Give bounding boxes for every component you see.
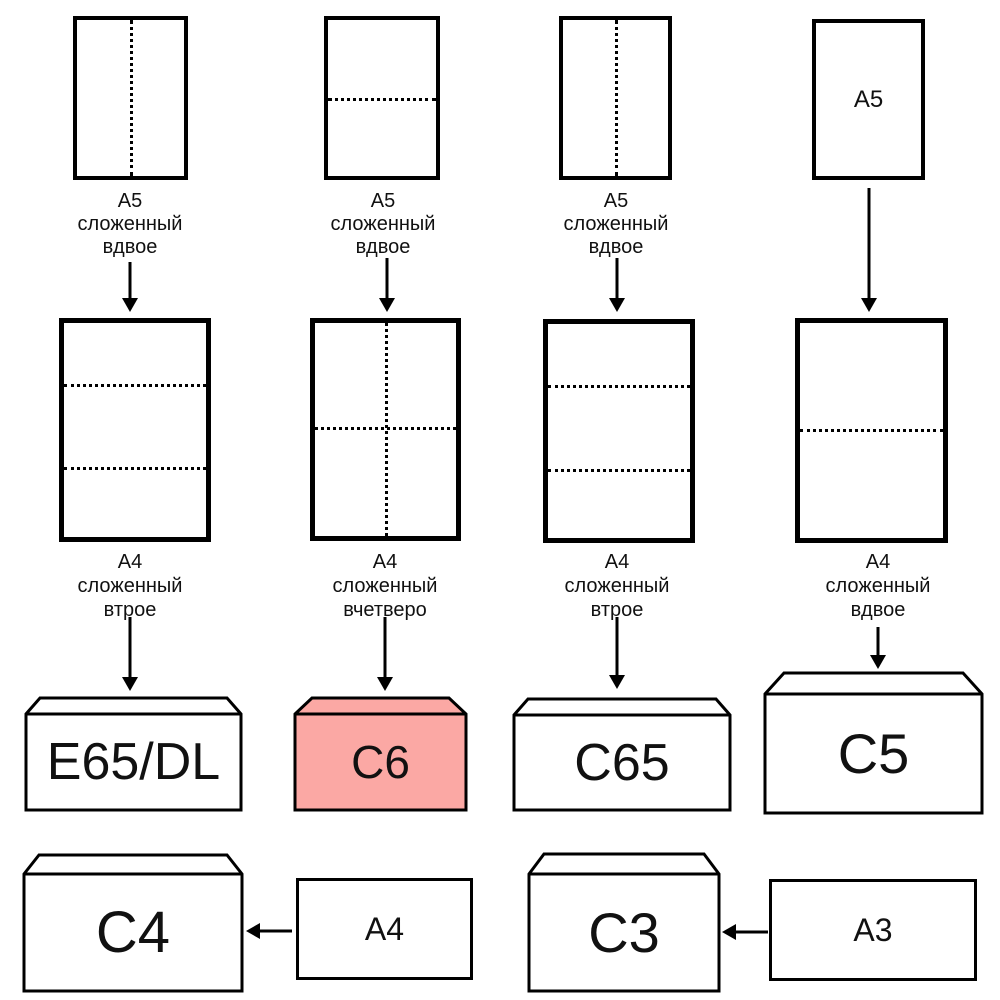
paper-a3-source: A3	[769, 879, 977, 981]
caption-line: A5	[370, 190, 396, 212]
arrowhead-icon	[861, 298, 877, 312]
arrowhead-icon	[870, 655, 886, 669]
arrow-down-col1	[122, 262, 138, 312]
arrow-left-a3-to-c3	[722, 924, 768, 940]
caption-line: вдвое	[588, 236, 644, 258]
envelope-shape	[527, 852, 721, 993]
caption-line: вдвое	[102, 236, 158, 258]
fold-line-vertical	[614, 20, 618, 176]
envelope-label-c4: C4	[95, 900, 171, 965]
envelope-c4: C4	[22, 853, 244, 993]
arrowhead-icon	[609, 298, 625, 312]
caption-line: A4	[372, 551, 398, 573]
arrowhead-icon	[379, 298, 395, 312]
caption-a5-col2: A5 сложенный вдвое	[303, 190, 463, 259]
caption-line: сложенный	[332, 575, 438, 597]
caption-line: A5	[603, 190, 629, 212]
caption-line: вдвое	[355, 236, 411, 258]
arrow-left-a4-to-c4	[246, 923, 292, 939]
caption-line: сложенный	[825, 575, 931, 597]
arrow-line	[867, 188, 871, 302]
caption-line: сложенный	[563, 213, 669, 235]
caption-line: сложенный	[564, 575, 670, 597]
caption-line: A4	[865, 551, 891, 573]
fold-line-horizontal	[315, 427, 456, 430]
caption-line: вчетверо	[343, 599, 427, 621]
caption-line: A5	[117, 190, 143, 212]
arrow-down-col2	[379, 258, 395, 312]
envelope-shape	[24, 696, 243, 812]
envelope-c3: C3	[527, 852, 721, 993]
arrow-down-col3	[609, 258, 625, 312]
arrow-line	[876, 627, 880, 659]
paper-a5-fold-vertical-col3	[559, 16, 672, 180]
envelope-label-c65: C65	[574, 733, 670, 792]
envelope-shape	[763, 671, 984, 815]
paper-a4-fold-quarters-col2	[310, 318, 461, 541]
caption-a4-col4: A4 сложенный вдвое	[798, 550, 958, 622]
arrow-down-env-col3	[609, 617, 625, 689]
arrow-down-col4	[861, 188, 877, 312]
arrow-line	[615, 617, 619, 679]
arrow-line	[732, 930, 768, 934]
envelope-label-e65dl: E65/DL	[46, 733, 221, 791]
arrowhead-icon	[122, 677, 138, 691]
paper-a5-fold-vertical-col1	[73, 16, 188, 180]
caption-a5-col1: A5 сложенный вдвое	[50, 190, 210, 259]
caption-a4-col2: A4 сложенный вчетверо	[305, 550, 465, 622]
fold-line-horizontal	[328, 98, 436, 101]
arrow-line	[128, 617, 132, 681]
caption-a5-col3: A5 сложенный вдвое	[536, 190, 696, 259]
envelope-e65dl: E65/DL	[24, 696, 243, 812]
arrowhead-icon	[722, 924, 736, 940]
envelope-shape	[512, 697, 732, 812]
caption-line: втрое	[590, 599, 644, 621]
fold-line-horizontal	[800, 429, 943, 432]
caption-line: A4	[117, 551, 143, 573]
fold-line-vertical	[129, 20, 133, 176]
caption-line: A4	[604, 551, 630, 573]
paper-a5-fold-horizontal-col2	[324, 16, 440, 180]
envelope-label-c6: C6	[351, 736, 410, 788]
arrow-down-env-col4	[870, 627, 886, 669]
arrowhead-icon	[122, 298, 138, 312]
caption-line: втрое	[103, 599, 157, 621]
envelope-label-c3: C3	[588, 901, 660, 964]
paper-a4-fold-thirds-col3	[543, 319, 695, 543]
fold-line-horizontal	[64, 467, 206, 470]
fold-line-horizontal	[64, 384, 206, 387]
arrow-line	[385, 258, 389, 302]
caption-line: сложенный	[77, 213, 183, 235]
arrow-down-env-col2	[377, 617, 393, 691]
arrowhead-icon	[246, 923, 260, 939]
caption-line: сложенный	[330, 213, 436, 235]
paper-a4-fold-thirds-col1	[59, 318, 211, 542]
arrow-line	[383, 617, 387, 681]
arrowhead-icon	[609, 675, 625, 689]
paper-a4-source-label: A4	[364, 910, 405, 947]
envelope-c6-highlighted: C6	[293, 696, 468, 812]
paper-a4-fold-half-col4	[795, 318, 948, 543]
fold-line-horizontal	[548, 469, 690, 472]
arrow-down-env-col1	[122, 617, 138, 691]
arrow-line	[256, 929, 292, 933]
paper-a5-label: A5	[853, 85, 884, 113]
envelope-c65: C65	[512, 697, 732, 812]
arrow-line	[128, 262, 132, 302]
paper-a4-source: A4	[296, 878, 473, 980]
arrowhead-icon	[377, 677, 393, 691]
envelope-c5: C5	[763, 671, 984, 815]
arrow-line	[615, 258, 619, 302]
caption-a4-col1: A4 сложенный втрое	[50, 550, 210, 622]
caption-line: вдвое	[850, 599, 906, 621]
caption-a4-col3: A4 сложенный втрое	[537, 550, 697, 622]
paper-a5-col4: A5	[812, 19, 925, 180]
envelope-shape	[293, 696, 468, 812]
paper-a3-source-label: A3	[853, 911, 893, 948]
envelope-shape	[22, 853, 244, 993]
envelope-label-c5: C5	[837, 722, 910, 785]
fold-line-horizontal	[548, 385, 690, 388]
caption-line: сложенный	[77, 575, 183, 597]
